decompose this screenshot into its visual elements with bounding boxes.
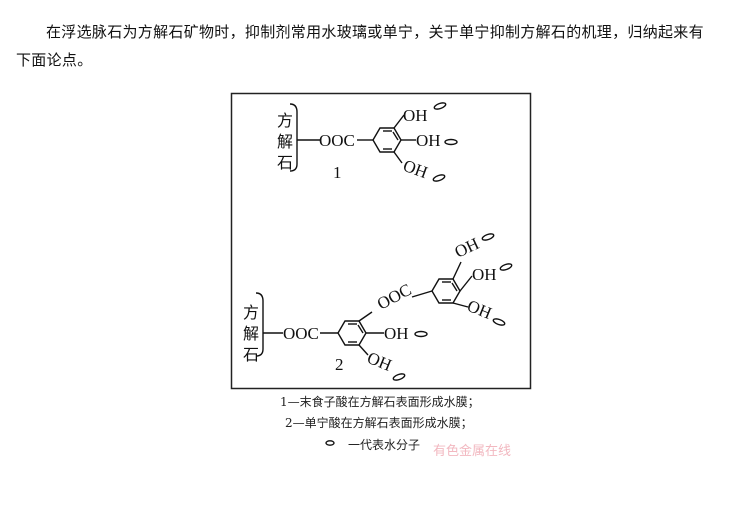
ester-label: OOC xyxy=(283,324,319,343)
mineral-bracket-2 xyxy=(255,292,264,357)
intro-paragraph: 在浮选脉石为方解石矿物时，抑制剂常用水玻璃或单宁，关于单宁抑制方解石的机理，归纳… xyxy=(16,23,704,69)
svg-text:石: 石 xyxy=(243,347,259,364)
caption-2: 2—单宁酸在方解石表面形成水膜； xyxy=(285,416,473,430)
svg-text:方: 方 xyxy=(243,304,259,322)
svg-text:解: 解 xyxy=(243,325,259,343)
figure-frame xyxy=(230,92,532,390)
svg-text:OH: OH xyxy=(416,131,441,150)
caption-1: 1—末食子酸在方解石表面形成水膜； xyxy=(280,395,480,409)
svg-text:OH: OH xyxy=(472,265,497,284)
caption-3: 一代表水分子 xyxy=(348,438,421,452)
watermark: 有色金属在线 xyxy=(433,444,512,459)
svg-text:OH: OH xyxy=(403,106,428,125)
ester-label: OOC xyxy=(374,280,415,314)
water-molecules xyxy=(325,102,513,446)
structure-number-2: 2 xyxy=(335,355,344,374)
svg-text:石: 石 xyxy=(277,155,293,172)
structure-number-1: 1 xyxy=(333,163,342,182)
svg-text:OH: OH xyxy=(384,324,409,343)
svg-text:解: 解 xyxy=(277,133,293,151)
ester-label: OOC xyxy=(319,131,355,150)
mineral-bracket-1 xyxy=(289,103,298,172)
svg-text:OH: OH xyxy=(465,296,495,323)
svg-text:OH: OH xyxy=(452,234,482,262)
svg-text:OH: OH xyxy=(401,156,431,182)
svg-text:OH: OH xyxy=(365,348,395,375)
svg-text:方: 方 xyxy=(277,112,293,130)
water-legend-icon xyxy=(325,440,335,446)
